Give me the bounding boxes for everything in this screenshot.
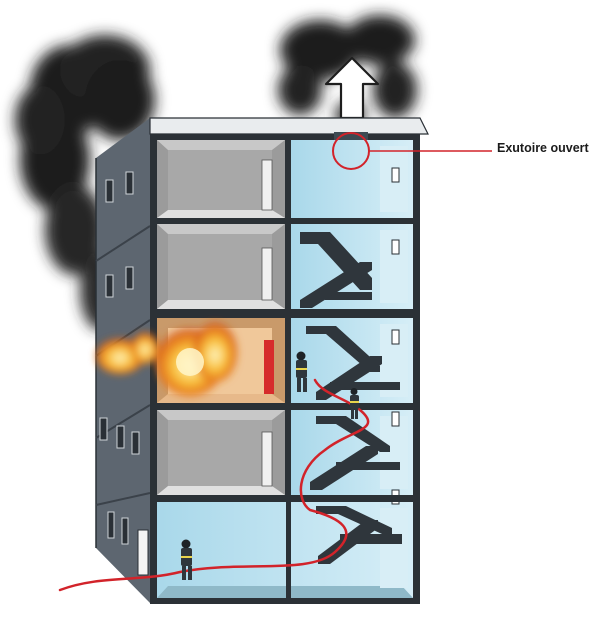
stair-flights xyxy=(300,232,402,564)
room-floor-4 xyxy=(157,224,285,309)
smoke-plume-left xyxy=(15,35,155,330)
fire-hose-icon xyxy=(58,378,370,592)
open-door xyxy=(264,340,274,394)
smoke-vent-icon xyxy=(334,132,368,140)
firefighter-icon xyxy=(181,351,359,580)
callout-label: Exutoire ouvert xyxy=(497,141,589,155)
callout-marker xyxy=(332,132,492,170)
fire-flames xyxy=(96,322,237,396)
room-floor-2 xyxy=(157,410,285,495)
room-floor-5 xyxy=(157,140,285,218)
ground-door xyxy=(137,529,149,576)
room-ground-floor xyxy=(157,502,413,598)
roof xyxy=(149,117,429,135)
smoke-plume-top xyxy=(278,15,417,130)
stairwell xyxy=(150,140,420,604)
